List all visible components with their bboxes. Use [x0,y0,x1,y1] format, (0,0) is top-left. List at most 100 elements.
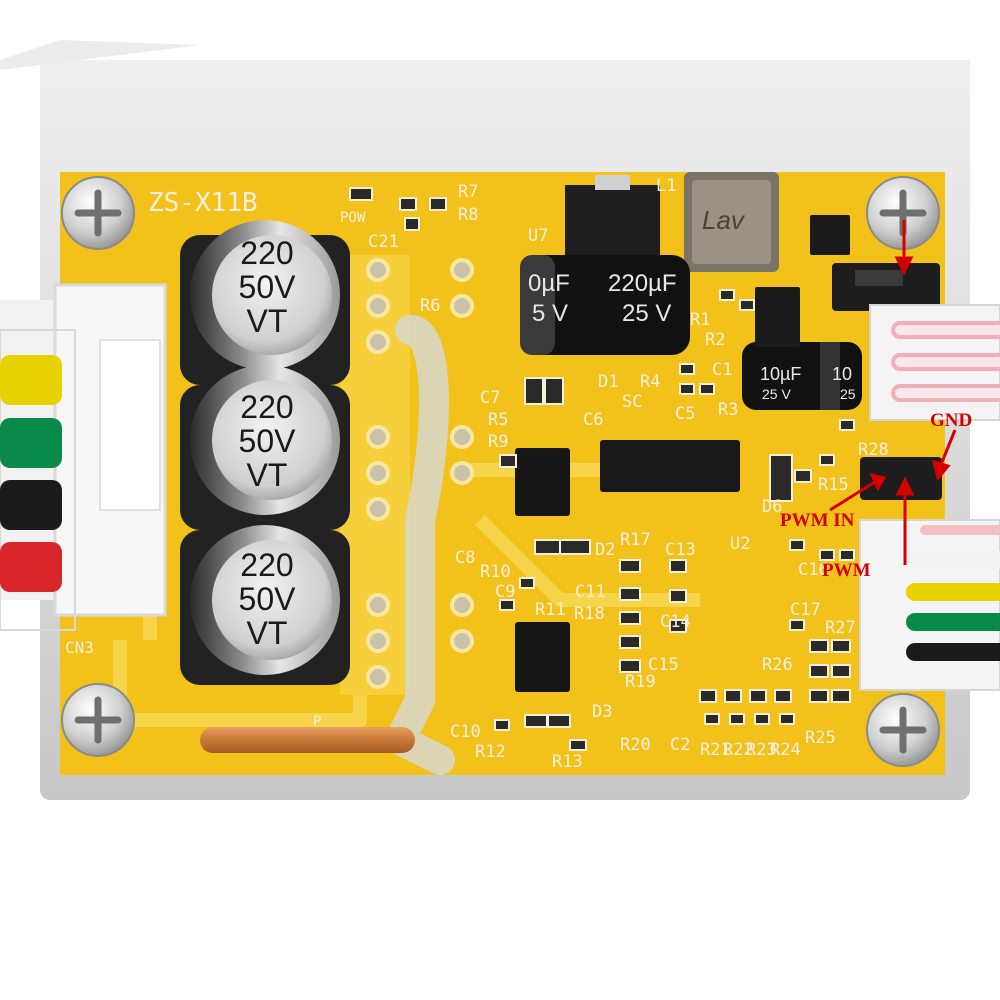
ic-chip-main [600,440,740,492]
silk-ref-r25: R25 [805,728,836,748]
cap-voltage: 50V [238,423,296,459]
small-cap-value: 10µF [760,364,802,384]
smd-part [619,559,641,573]
mid-cap-value-left: 0µF [528,270,570,297]
silk-ref-r26: R26 [762,655,793,675]
smd-part [619,611,641,625]
smd-part [769,454,793,502]
smd-part [669,589,687,603]
silk-ref-c6: C6 [583,410,604,430]
silk-ref-r11: R11 [535,600,566,620]
smd-components [349,187,855,751]
smd-part [789,539,805,551]
cap-series: VT [246,615,288,651]
smd-part [669,559,687,573]
smd-part [819,454,835,466]
smd-part [729,713,745,725]
smd-part [619,659,641,673]
smd-part [839,549,855,561]
smd-part [704,713,720,725]
screw-icon [866,693,940,767]
wire-yellow [0,355,62,405]
silk-ref-c15: C15 [648,655,679,675]
small-cap-extra: 10 [832,364,853,384]
right-connector-bottom [859,519,1000,691]
silk-ref-r15: R15 [818,475,849,495]
large-capacitor [180,220,350,385]
ic-chip [515,622,570,692]
cap-voltage: 50V [238,269,296,305]
transistor [755,287,800,347]
smd-part [399,197,417,211]
silk-ref-c7: C7 [480,388,501,408]
silk-ref-r24: R24 [770,740,801,760]
silk-ref-l1: L1 [656,176,677,196]
silk-ref-r2: R2 [705,330,726,350]
smd-part [679,383,695,395]
silk-ref-d6: D6 [762,497,783,517]
silk-ref-c17: C17 [790,600,821,620]
smd-part [724,689,742,703]
silk-ref-c14: C14 [660,612,691,632]
silk-ref-r3: R3 [718,400,739,420]
small-cap-extra-voltage: 25 [840,386,856,402]
silk-ref-d2: D2 [595,540,616,560]
silk-ref-r6: R6 [420,296,441,316]
silk-ref-r18: R18 [574,604,605,624]
silk-ref-r9: R9 [488,432,509,452]
large-cap-2-label: 220 50V VT [212,390,322,492]
smd-part [839,419,855,431]
smd-part [754,713,770,725]
small-cap-voltage: 25 V [762,386,791,402]
copper-heatpipe [200,727,415,753]
mid-cap-voltage-left: 5 V [532,300,569,327]
silk-ref-r20: R20 [620,735,651,755]
smd-part [524,714,548,728]
smd-part [569,739,587,751]
silk-ref-r22: R22 [723,740,754,760]
smd-part [619,635,641,649]
jumper-pwm [860,457,942,500]
silk-ref-c9: C9 [495,582,516,602]
cap-value: 220 [240,547,294,583]
silk-ref-c5: C5 [675,404,696,424]
board-model-label: ZS-X11B [148,188,258,218]
silk-ref-r8: R8 [458,205,479,225]
screw-icon [61,683,135,757]
silk-ref-r17: R17 [620,530,651,550]
silk-ref-c16: C16 [798,560,829,580]
electrolytic-capacitor-small [742,342,862,410]
smd-part [719,289,735,301]
transistor [810,215,850,255]
silk-ref-c10: C10 [450,722,481,742]
smd-part [794,469,812,483]
cap-series: VT [246,457,288,493]
smd-part [519,577,535,589]
silk-ref-r21: R21 [700,740,731,760]
smd-part [739,299,755,311]
cap-value: 220 [240,235,294,271]
silk-ref-r7: R7 [458,182,479,202]
smd-part [619,587,641,601]
regulator-chip [565,185,660,260]
right-connector-top [869,304,1000,421]
solder-pads [366,258,474,689]
silk-ref-d1: D1 [598,372,619,392]
smd-part [544,377,564,405]
silk-ref-u7: U7 [528,226,549,246]
wire-red [0,542,62,592]
smd-part [547,714,571,728]
ic-chip [515,448,570,516]
smd-part [831,689,851,703]
silk-ref-c11: C11 [575,582,606,602]
pow-label: POW [340,210,366,226]
smd-part [831,639,851,653]
smd-part [494,719,510,731]
annotation-gnd: GND [930,410,973,431]
silk-ref-c21: C21 [368,232,399,252]
smd-part [524,377,544,405]
electrolytic-capacitor [520,255,690,355]
smd-part [404,217,420,231]
smd-part [669,619,687,633]
